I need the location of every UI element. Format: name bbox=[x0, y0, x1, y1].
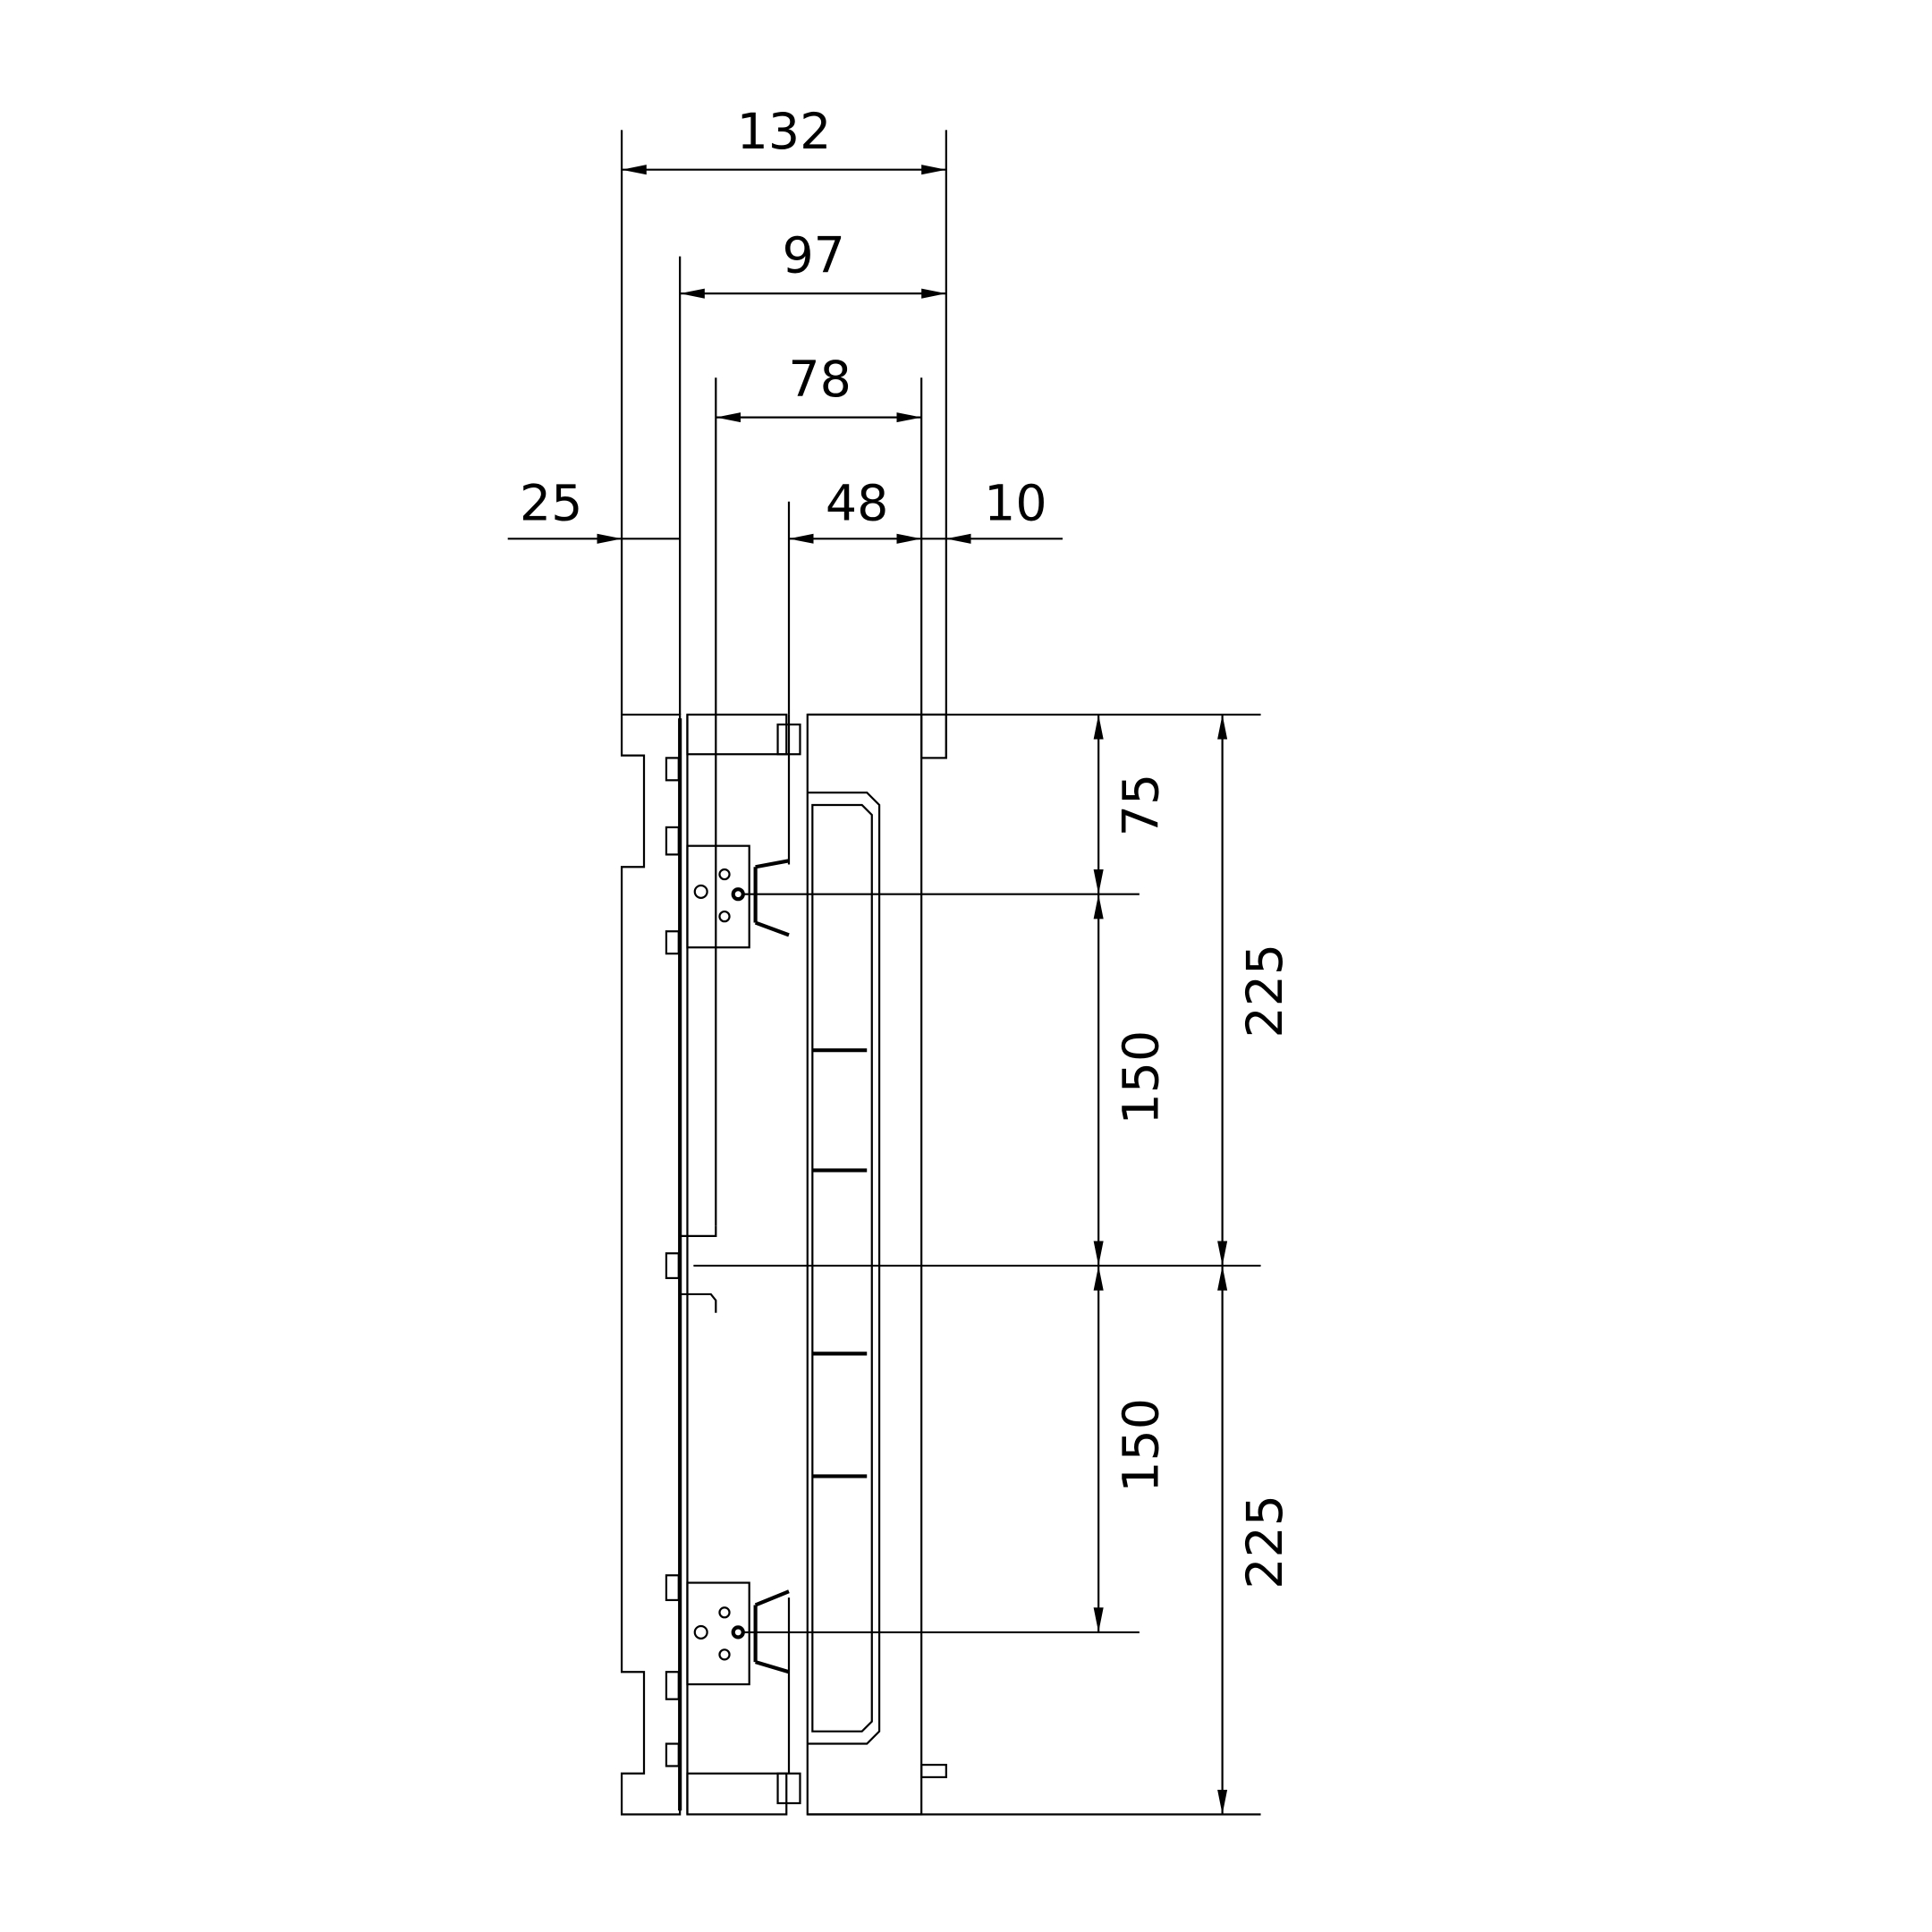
dimension-150-lower: 150 bbox=[1093, 1266, 1171, 1632]
dimension-label: 225 bbox=[1237, 944, 1294, 1038]
dimension-78: 78 bbox=[716, 352, 922, 423]
din-rail-bracket-center bbox=[665, 1252, 680, 1280]
dimension-48: 48 bbox=[789, 476, 922, 544]
dimension-label: 10 bbox=[984, 476, 1046, 533]
dimension-75: 75 bbox=[1093, 714, 1171, 894]
dimension-label: 25 bbox=[520, 476, 582, 533]
corner-fasteners bbox=[665, 723, 801, 1805]
dimension-10: 10 bbox=[921, 476, 1063, 544]
din-rail-bracket-upper bbox=[665, 826, 790, 955]
din-rail-bracket-lower bbox=[665, 1574, 790, 1700]
dimension-label: 48 bbox=[826, 476, 888, 533]
dimension-25: 25 bbox=[507, 476, 681, 544]
dimension-label: 132 bbox=[737, 104, 832, 161]
door-frame bbox=[806, 713, 947, 1816]
dimension-label: 75 bbox=[1114, 774, 1171, 836]
extension-lines bbox=[620, 130, 1261, 1816]
dimension-150-upper: 150 bbox=[1093, 894, 1171, 1267]
dimension-label: 78 bbox=[788, 352, 851, 409]
dimension-225-lower: 225 bbox=[1217, 1266, 1294, 1815]
dimension-97: 97 bbox=[680, 228, 946, 299]
dimension-label: 150 bbox=[1114, 1030, 1171, 1125]
enclosure-body bbox=[620, 713, 791, 1816]
dimension-225-upper: 225 bbox=[1217, 714, 1294, 1267]
dimension-label: 97 bbox=[782, 228, 844, 285]
dimension-label: 225 bbox=[1237, 1495, 1294, 1589]
dimension-132: 132 bbox=[622, 104, 946, 175]
dimension-label: 150 bbox=[1114, 1398, 1171, 1493]
